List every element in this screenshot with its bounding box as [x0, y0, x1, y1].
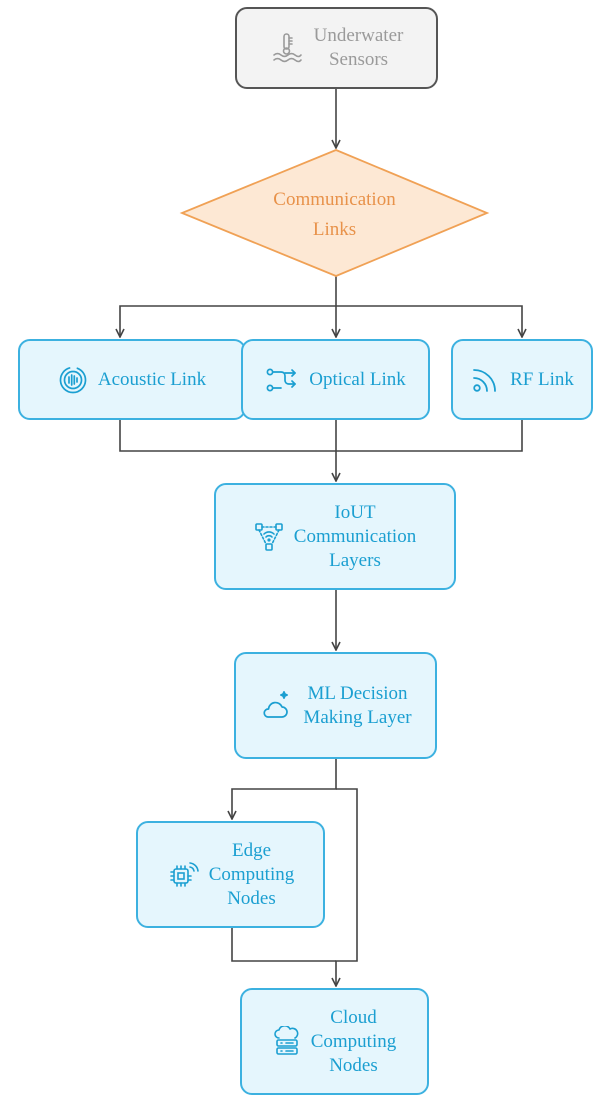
node-label: Optical Link: [309, 368, 406, 390]
edge-rf-to-iout: [336, 420, 523, 452]
edge-links-to-rf: [336, 305, 522, 337]
node-iout-communication-layers[interactable]: IoUT Communication Layers: [214, 483, 456, 590]
cloud-sparkle-icon: [259, 689, 293, 723]
edge-ml-to-edge: [232, 759, 337, 819]
node-cloud-computing-nodes[interactable]: Cloud Computing Nodes: [240, 988, 429, 1095]
cloud-server-icon: [273, 1025, 301, 1058]
node-label: Cloud Computing Nodes: [310, 1006, 397, 1076]
node-acoustic-link[interactable]: Acoustic Link: [18, 339, 246, 420]
node-label: Acoustic Link: [97, 368, 207, 390]
edge-acoustic-to-iout: [119, 420, 336, 452]
edge-edge-to-cloud: [231, 928, 336, 962]
edge-links-to-acoustic: [120, 305, 336, 337]
cpu-chip-wireless-icon: [167, 859, 199, 891]
rf-signal-icon: [470, 365, 500, 395]
water-thermometer-icon: [270, 31, 304, 65]
node-label: IoUT Communication Layers: [293, 501, 417, 571]
node-label: ML Decision Making Layer: [303, 682, 412, 728]
node-ml-decision-making-layer[interactable]: ML Decision Making Layer: [234, 652, 437, 759]
sound-wave-circle-icon: [58, 365, 88, 395]
node-label: Underwater Sensors: [313, 25, 404, 70]
edge-ml-to-cloud: [336, 788, 358, 986]
optical-routing-icon: [265, 365, 299, 395]
decision-diamond: [179, 149, 490, 277]
node-underwater-sensors[interactable]: Underwater Sensors: [235, 7, 438, 89]
iot-network-icon: [254, 522, 284, 552]
node-rf-link[interactable]: RF Link: [451, 339, 593, 420]
node-label: Edge Computing Nodes: [208, 839, 295, 909]
node-optical-link[interactable]: Optical Link: [241, 339, 430, 420]
node-label: RF Link: [510, 368, 574, 390]
node-edge-computing-nodes[interactable]: Edge Computing Nodes: [136, 821, 325, 928]
decision-label[interactable]: Communication Links: [273, 189, 396, 240]
